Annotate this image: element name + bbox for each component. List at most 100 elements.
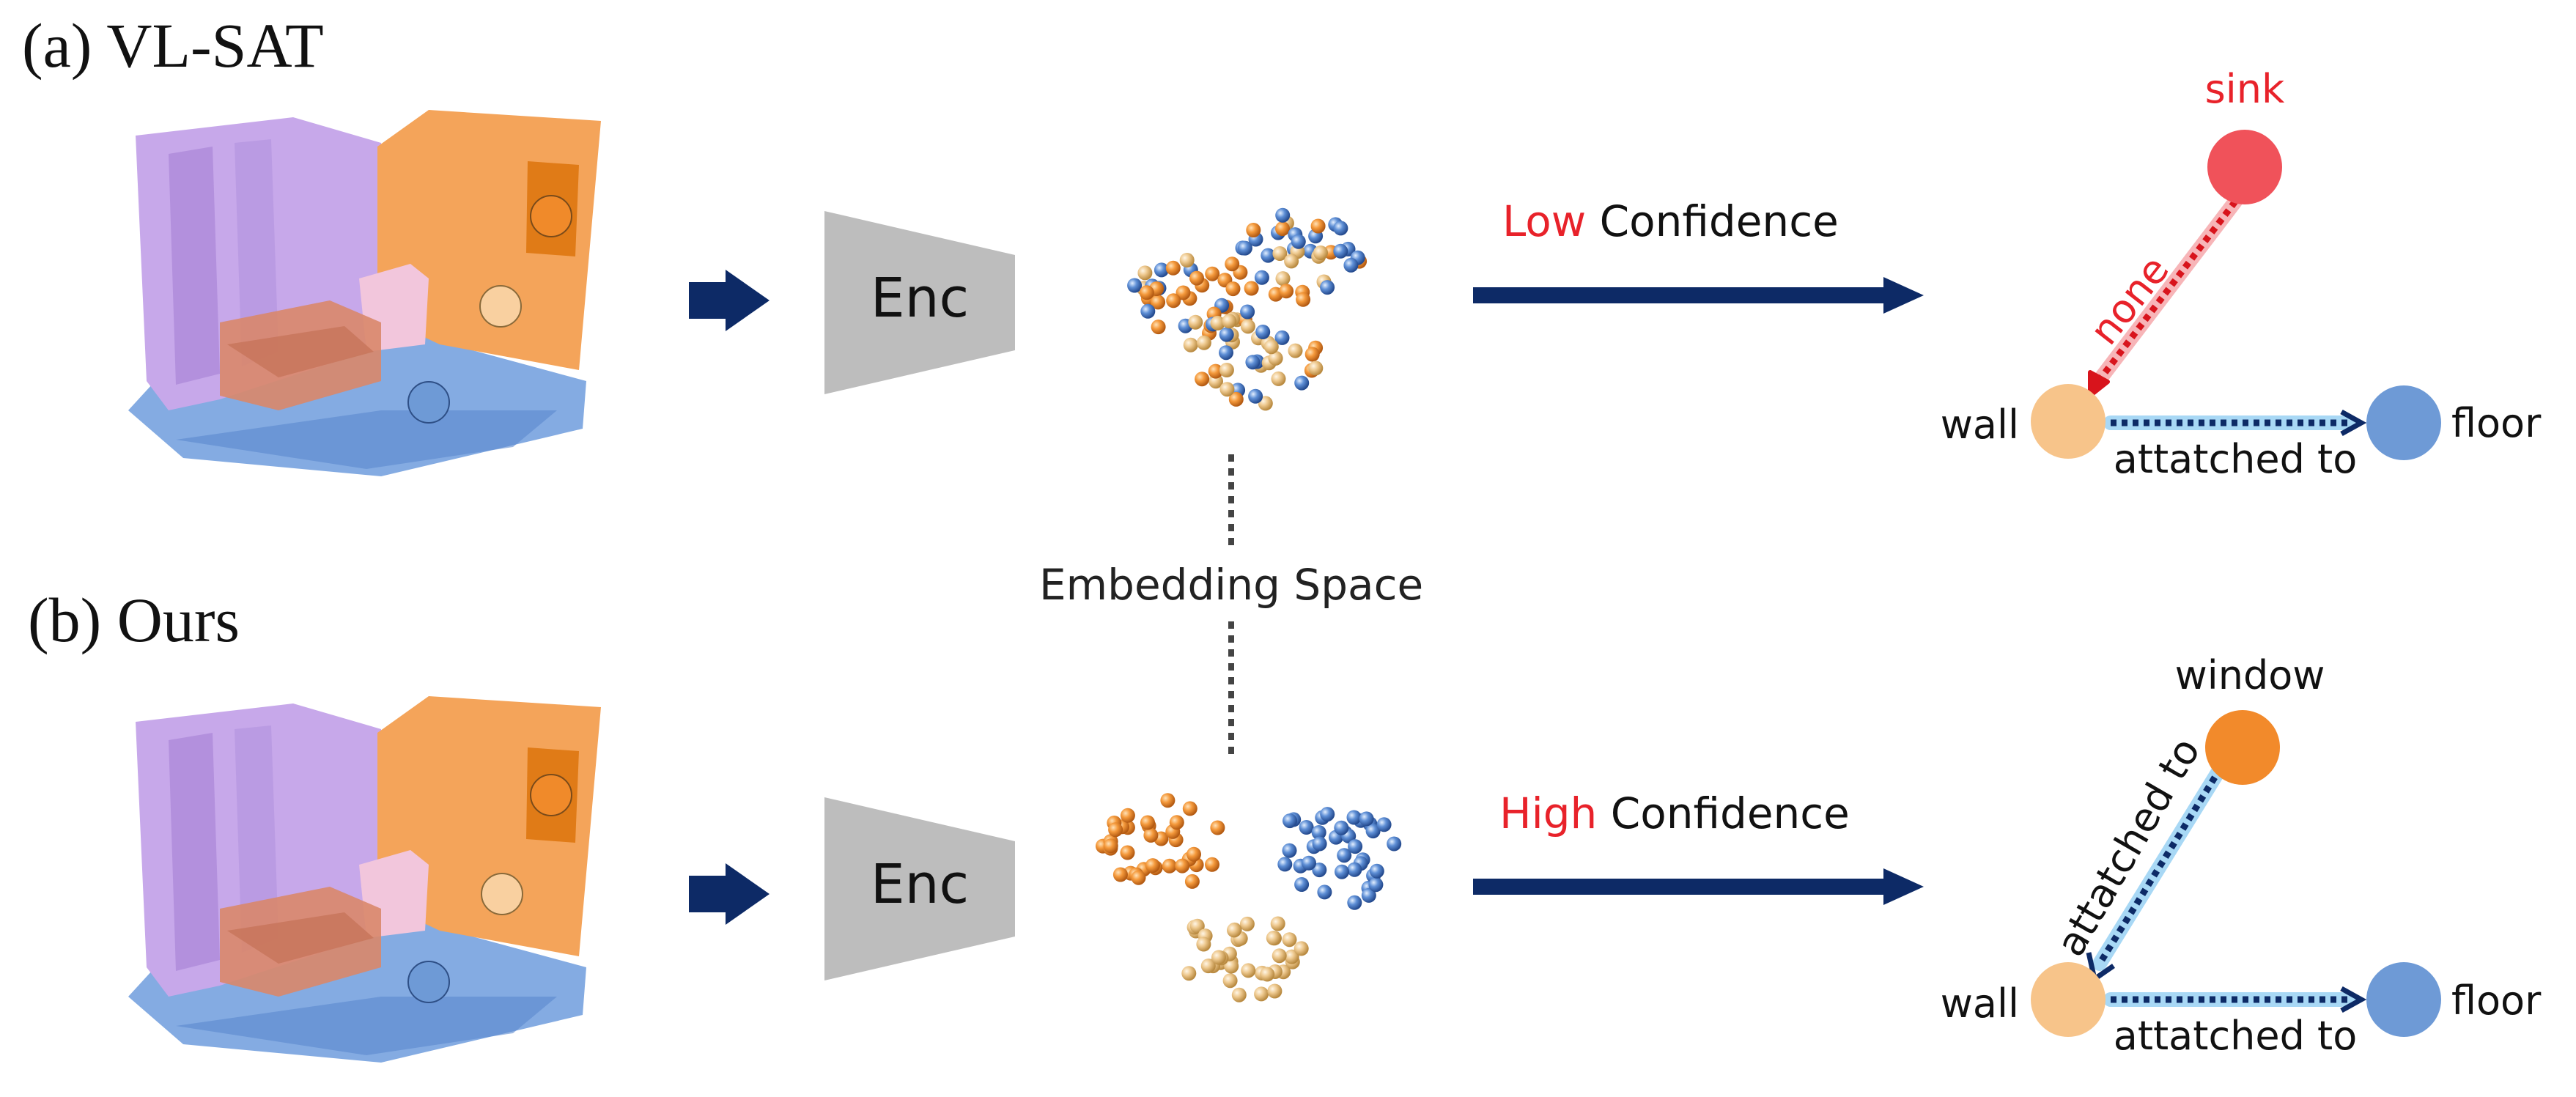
embedding-ball [1120, 808, 1135, 823]
embedding-ball [1365, 824, 1381, 839]
confidence-label-a: Low Confidence [1502, 196, 1839, 246]
embedding-ball [1205, 857, 1219, 872]
embedding-ball [1211, 950, 1226, 965]
embedding-ball [1320, 807, 1335, 822]
embedding-ball [1239, 916, 1255, 931]
embedding-ball [1210, 820, 1225, 835]
embedding-ball [1184, 873, 1200, 889]
embedding-ball [1312, 836, 1327, 852]
embedding-ball [1189, 270, 1204, 286]
embedding-ball [1166, 293, 1181, 309]
embedding-ball [1151, 320, 1166, 335]
embedding-ball [1210, 315, 1225, 330]
embedding-ball [1361, 887, 1376, 903]
embedding-ball [1310, 218, 1326, 234]
embedding-ball [1334, 820, 1349, 835]
embedding-ball [1308, 361, 1324, 376]
embedding-ball [1244, 281, 1259, 296]
embedding-ball [1271, 371, 1286, 386]
confidence-rest-b: Confidence [1610, 788, 1850, 838]
embedding-ball [1169, 815, 1184, 830]
embedding-ball [1359, 811, 1374, 827]
confidence-rest-a: Confidence [1599, 196, 1839, 246]
embedding-ball [1154, 262, 1169, 278]
embedding-ball [1369, 863, 1384, 879]
node-floor-a-label: floor [2451, 400, 2542, 446]
embedding-ball [1270, 916, 1285, 931]
embedding-ball [1103, 838, 1118, 854]
embedding-ball [1127, 278, 1143, 293]
embedding-ball [1387, 836, 1402, 852]
embedding-ball [1296, 292, 1311, 307]
embedding-ball [1143, 827, 1159, 843]
embedding-ball [1151, 295, 1166, 310]
embedding-ball [1282, 932, 1297, 948]
embedding-ball [1261, 248, 1276, 263]
embedding-ball [1282, 843, 1297, 858]
embedding-ball [1376, 817, 1392, 832]
embedding-ball [1145, 858, 1160, 873]
embedding-ball [1112, 867, 1128, 882]
embedding-ball [1254, 270, 1269, 285]
edge-wall-floor-a-label: attatched to [2114, 436, 2358, 482]
embedding-ball [1263, 339, 1279, 355]
node-sink [2207, 130, 2282, 204]
embedding-ball [1293, 941, 1309, 956]
embedding-ball [1228, 391, 1244, 407]
embedding-ball [1240, 319, 1255, 334]
embedding-ball [1268, 350, 1283, 366]
embedding-ball [1224, 959, 1239, 974]
embedding-ball [1299, 820, 1314, 835]
node-wall-a [2031, 384, 2106, 459]
confidence-word-a: Low [1502, 196, 1587, 246]
embedding-ball [1348, 839, 1363, 854]
embedding-ball [1346, 810, 1362, 825]
node-floor-b-label: floor [2451, 978, 2542, 1024]
embedding-ball [1188, 314, 1203, 330]
embedding-ball [1200, 959, 1216, 974]
embedding-ball [1294, 877, 1310, 892]
embedding-ball [1183, 337, 1198, 352]
embedding-ball [1240, 304, 1255, 320]
embedding-ball [1277, 857, 1293, 872]
node-wall-b-label: wall [1941, 980, 2019, 1027]
cluster-a-mixed-embeddings [1127, 207, 1368, 411]
embedding-ball [1205, 266, 1220, 281]
embedding-ball [1182, 801, 1197, 816]
embedding-ball [1284, 949, 1299, 964]
node-wall-b [2031, 962, 2106, 1037]
embedding-ball [1288, 343, 1303, 358]
node-window-label: window [2175, 652, 2325, 698]
embedding-ball [1181, 966, 1197, 981]
embedding-ball [1176, 285, 1191, 300]
embedding-ball [1165, 260, 1181, 276]
long-arrow-b [1473, 868, 1924, 905]
embedding-ball [1195, 372, 1210, 387]
embedding-ball [1302, 855, 1316, 871]
embedding-ball [1219, 363, 1234, 377]
embedding-ball [1231, 987, 1247, 1002]
embedding-ball [1254, 986, 1269, 1002]
embedding-ball [1255, 325, 1271, 339]
confidence-word-b: High [1499, 788, 1598, 838]
embedding-ball [1274, 330, 1290, 345]
embedding-ball [1291, 234, 1306, 249]
embedding-ball [1335, 864, 1349, 879]
embedding-ball [1108, 822, 1123, 838]
embedding-ball [1294, 375, 1310, 391]
embedding-ball [1343, 257, 1359, 273]
scene-a-room-icon [128, 110, 601, 476]
encoder-b: Enc [824, 797, 1015, 980]
embedding-ball [1140, 815, 1155, 830]
embedding-ball [1131, 870, 1146, 885]
embedding-ball [1248, 388, 1263, 404]
embedding-ball [1175, 858, 1190, 873]
embedding-ball [1225, 281, 1241, 297]
embedding-ball [1237, 240, 1252, 256]
embedding-ball [1245, 355, 1261, 370]
embedding-ball [1313, 245, 1328, 260]
encoder-a: Enc [824, 211, 1015, 394]
embedding-ball [1266, 931, 1281, 946]
embedding-ball [1120, 845, 1135, 860]
embedding-ball [1368, 877, 1384, 893]
